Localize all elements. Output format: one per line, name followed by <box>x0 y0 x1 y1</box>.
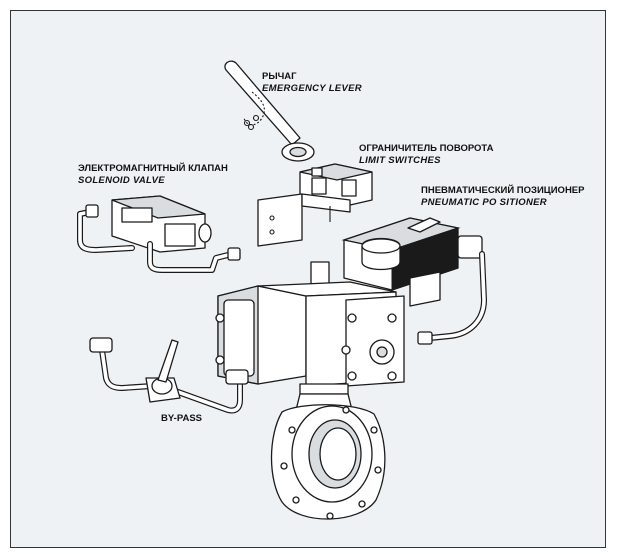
limit-switches <box>257 163 373 247</box>
lever-label-ru: РЫЧАГ <box>262 71 297 82</box>
solenoid-valve <box>77 195 241 273</box>
bypass-assembly <box>89 337 249 414</box>
limit-switches-label-en: LIMIT SWITCHES <box>359 155 441 166</box>
bypass-label: BY-PASS <box>161 413 202 424</box>
limit-switches-label-ru: ОГРАНИЧИТЕЛЬ ПОВОРОТА <box>359 143 494 154</box>
pneumatic-positioner <box>341 217 487 345</box>
lever-label-en: EMERGENCY LEVER <box>262 83 362 94</box>
positioner-label-en: PNEUMATIC PO SITIONER <box>421 197 547 208</box>
solenoid-label-ru: ЭЛЕКТРОМАГНИТНЫЙ КЛАПАН <box>78 162 228 174</box>
positioner-label-ru: ПНЕВМАТИЧЕСКИЙ ПОЗИЦИОНЕР <box>421 184 585 196</box>
butterfly-valve <box>270 393 386 520</box>
emergency-lever <box>224 60 315 162</box>
solenoid-label-en: SOLENOID VALVE <box>78 175 165 186</box>
actuator-body <box>215 261 405 395</box>
